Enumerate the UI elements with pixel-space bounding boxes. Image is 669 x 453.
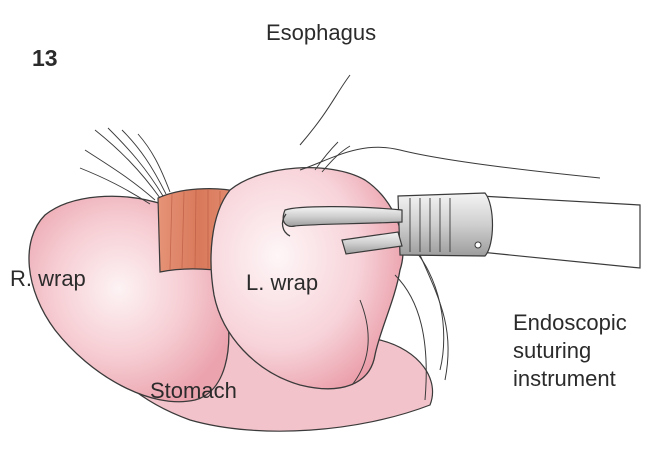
esophagus-label: Esophagus [266,20,376,46]
esophagus-fibres [80,128,170,204]
l-wrap-label: L. wrap [246,270,318,296]
figure-number: 13 [32,45,58,73]
tissue-sheet-outline [300,75,600,178]
stomach-outline-right [410,245,444,370]
stomach-label: Stomach [150,378,237,404]
instrument-label: Endoscopic suturing instrument [513,309,627,393]
r-wrap-label: R. wrap [10,266,86,292]
